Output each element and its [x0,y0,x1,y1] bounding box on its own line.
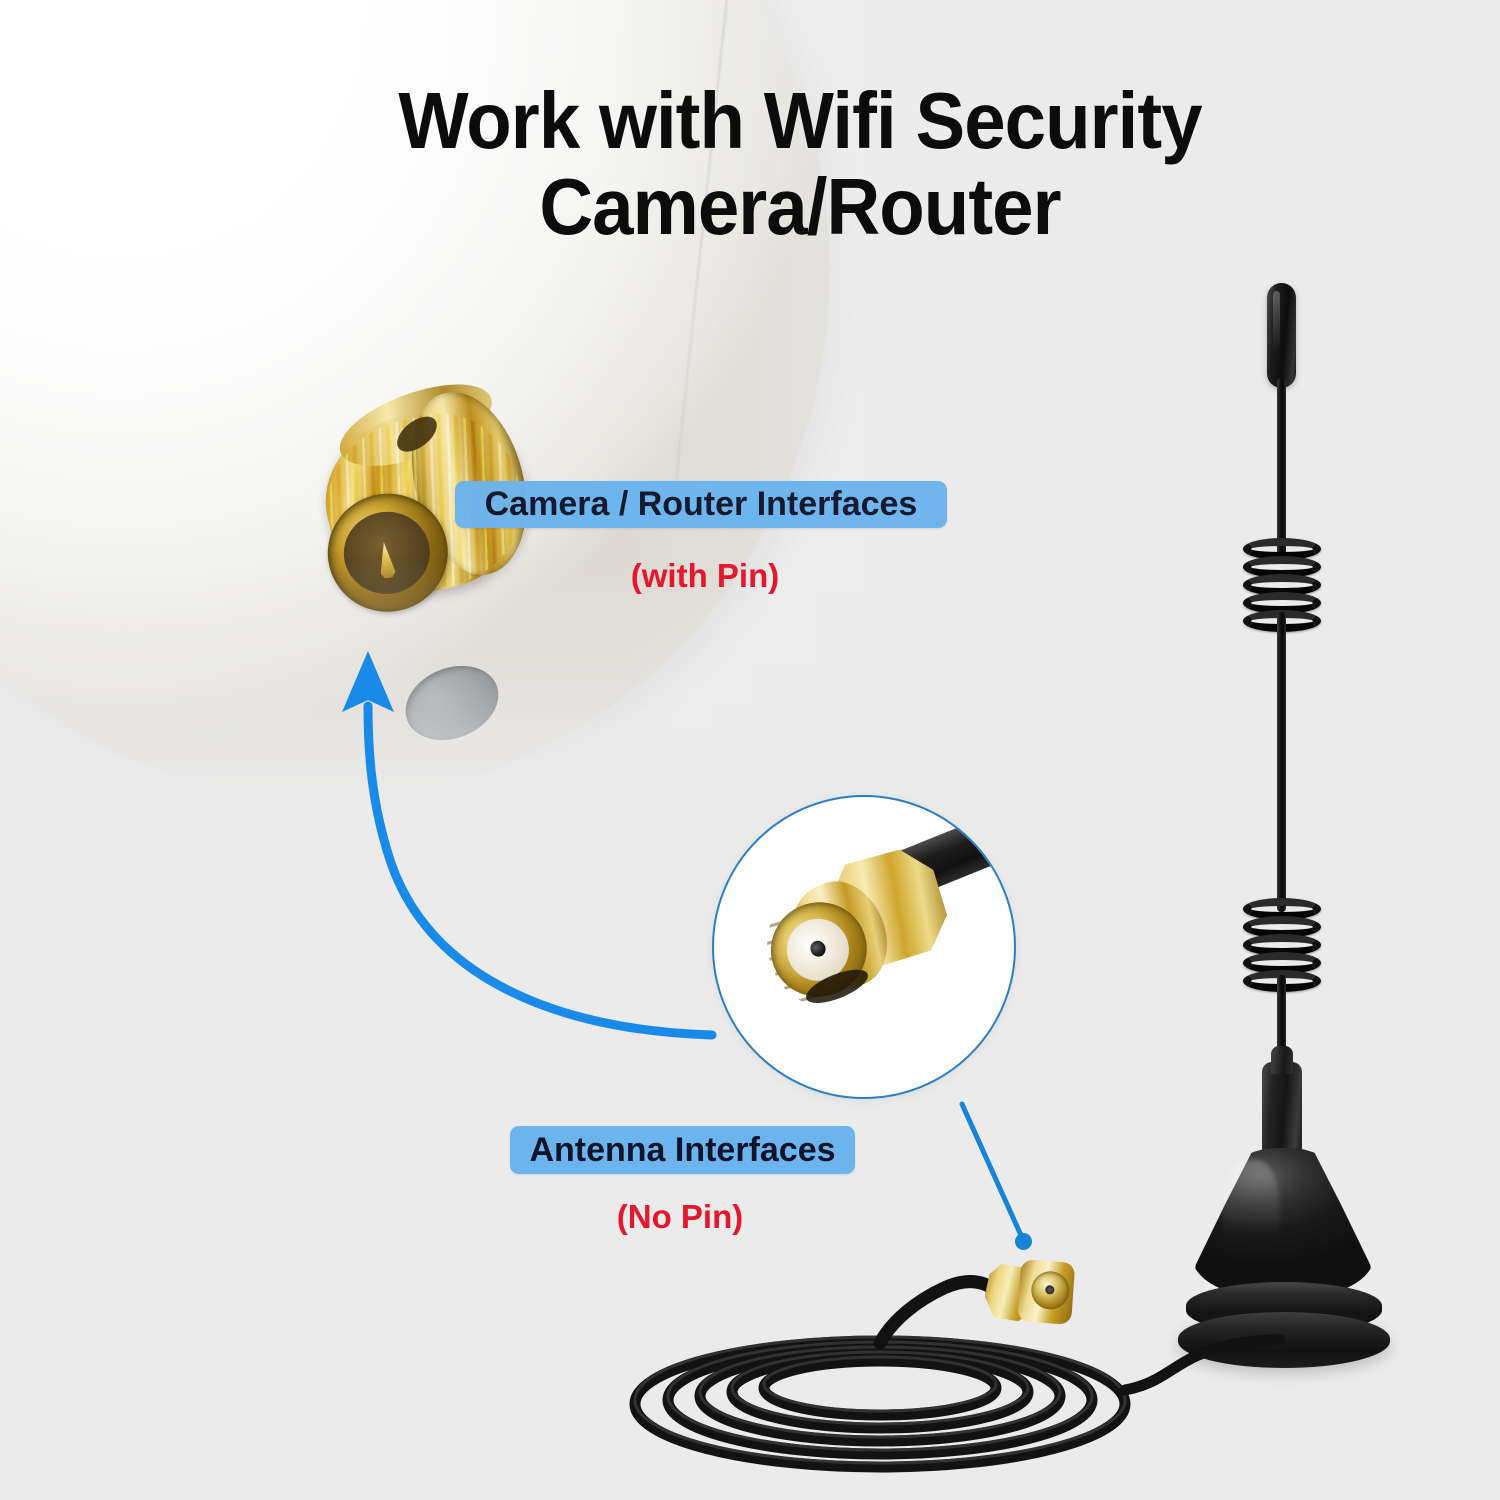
antenna-magnetic-base-dome [1192,1148,1374,1298]
photo-edge-fade [0,0,1000,800]
leader-line-dot [1015,1233,1032,1250]
connector-socket-hole [808,938,828,959]
antenna-base-neck [1262,1046,1302,1162]
base-highlight [1222,1160,1280,1272]
page-title: Work with Wifi Security Camera/Router [398,76,1202,252]
base-ring-lower [1178,1312,1390,1368]
callout-note-no-pin: (No Pin) [616,1198,744,1235]
antenna-rod-lower [1277,975,1286,1105]
rp-sma-connector-closeup [740,801,1014,1088]
callout-label-camera-router: Camera / Router Interfaces [455,481,947,528]
leader-line [959,1101,1027,1245]
antenna-rod-middle [1277,612,1286,912]
callout-note-with-pin: (with Pin) [630,557,780,594]
cable-to-connector [873,1275,999,1350]
magnified-connector-inset [712,795,1016,1099]
antenna-tip [1267,283,1296,388]
antenna-rod-upper [1277,378,1286,558]
camera-photo [0,0,1000,800]
callout-label-antenna: Antenna Interfaces [510,1126,855,1174]
cable-sma-connector [983,1255,1080,1333]
